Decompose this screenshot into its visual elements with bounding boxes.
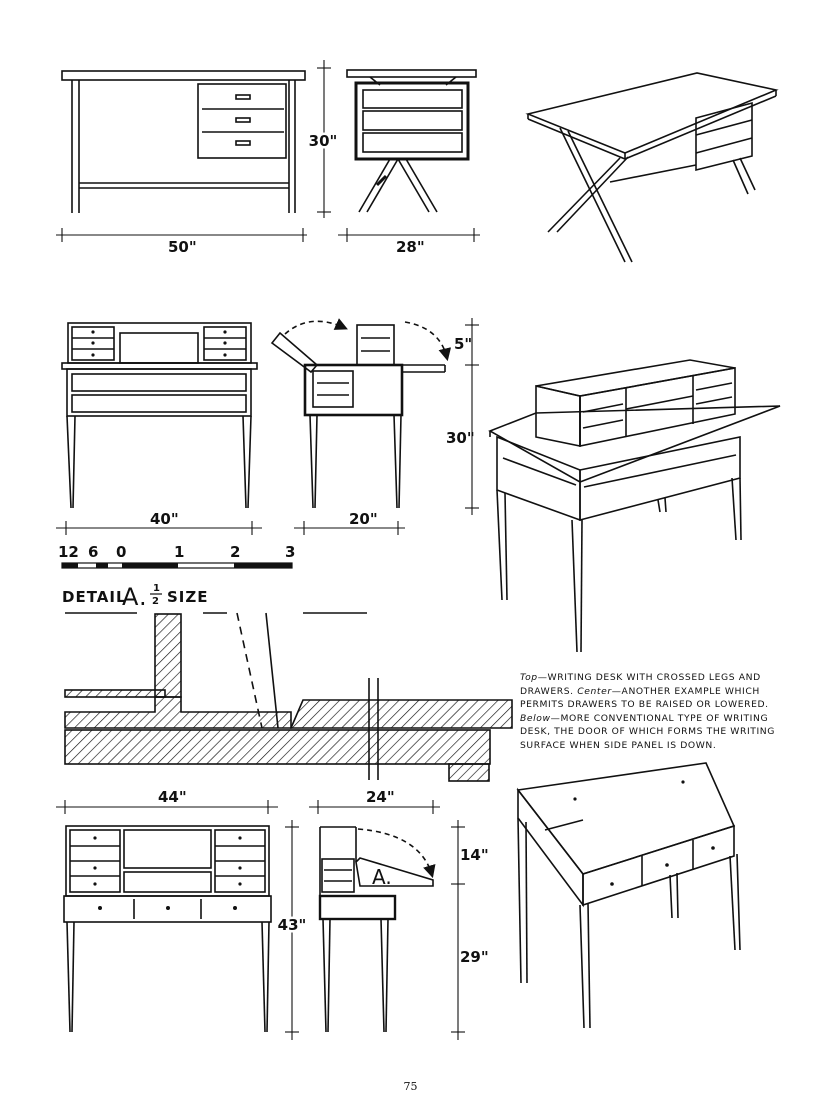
dim-center-depth: 20" — [349, 510, 378, 528]
dim-bottom-total: 43" — [278, 916, 307, 934]
page-number: 75 — [403, 1080, 418, 1093]
caption-top-label: Top — [520, 672, 538, 683]
center-desk-perspective — [488, 359, 781, 653]
detail-title-word: DETAIL — [62, 588, 127, 606]
top-desk-perspective — [525, 72, 779, 263]
dim-bottom-height: 29" — [460, 948, 489, 966]
dim-center-raise: 5" — [454, 335, 472, 353]
dim-center-width: 40" — [150, 510, 179, 528]
center-desk-front-elevation — [61, 322, 258, 509]
caption-top-text: —WRITING DESK WITH CROSSED LEGS AND DRAW… — [520, 672, 761, 697]
dim-top-depth: 28" — [396, 238, 425, 256]
top-desk-side-elevation — [346, 69, 477, 213]
scale-label-1: 1 — [174, 543, 184, 561]
dim-bottom-upper: 14" — [460, 846, 489, 864]
scale-bar-labels: 12 6 0 1 2 3 — [58, 543, 295, 561]
scale-bar — [61, 562, 293, 569]
dimension-lines — [56, 60, 480, 1040]
scale-label-0: 0 — [116, 543, 126, 561]
bottom-desk-front-elevation — [63, 825, 272, 1033]
detail-frac-num: 1 — [153, 583, 161, 594]
scale-label-12: 12 — [58, 543, 79, 561]
detail-title-letter: A. — [122, 583, 148, 611]
scale-label-2: 2 — [230, 543, 240, 561]
scale-label-6: 6 — [88, 543, 98, 561]
drawer-knobs — [91, 330, 715, 910]
dim-bottom-depth: 24" — [366, 788, 395, 806]
caption-center-text: —ANOTHER EXAMPLE WHICH PERMITS DRAWERS T… — [520, 685, 769, 711]
detail-callout: A. — [372, 865, 392, 889]
detail-title: DETAIL A. 1 2 SIZE — [62, 583, 209, 611]
figure-caption: Top—WRITING DESK WITH CROSSED LEGS AND D… — [520, 671, 790, 753]
top-desk-front-elevation — [61, 70, 306, 213]
dim-top-width: 50" — [168, 238, 197, 256]
dim-center-height: 30" — [446, 429, 475, 447]
caption-below-label: Below — [520, 712, 551, 724]
bottom-desk-side-elevation — [318, 826, 436, 1033]
caption-center-label: Center — [577, 685, 612, 697]
detail-a-section — [64, 612, 513, 782]
center-desk-side-elevation — [270, 318, 452, 509]
detail-size-word: SIZE — [167, 588, 209, 606]
scale-label-3: 3 — [285, 543, 295, 561]
detail-frac-den: 2 — [152, 596, 160, 607]
dim-bottom-width: 44" — [158, 788, 187, 806]
caption-below-text: —MORE CONVENTIONAL TYPE OF WRITING DESK,… — [520, 712, 775, 751]
bottom-desk-perspective — [516, 762, 741, 1029]
dim-top-height: 30" — [309, 132, 338, 150]
